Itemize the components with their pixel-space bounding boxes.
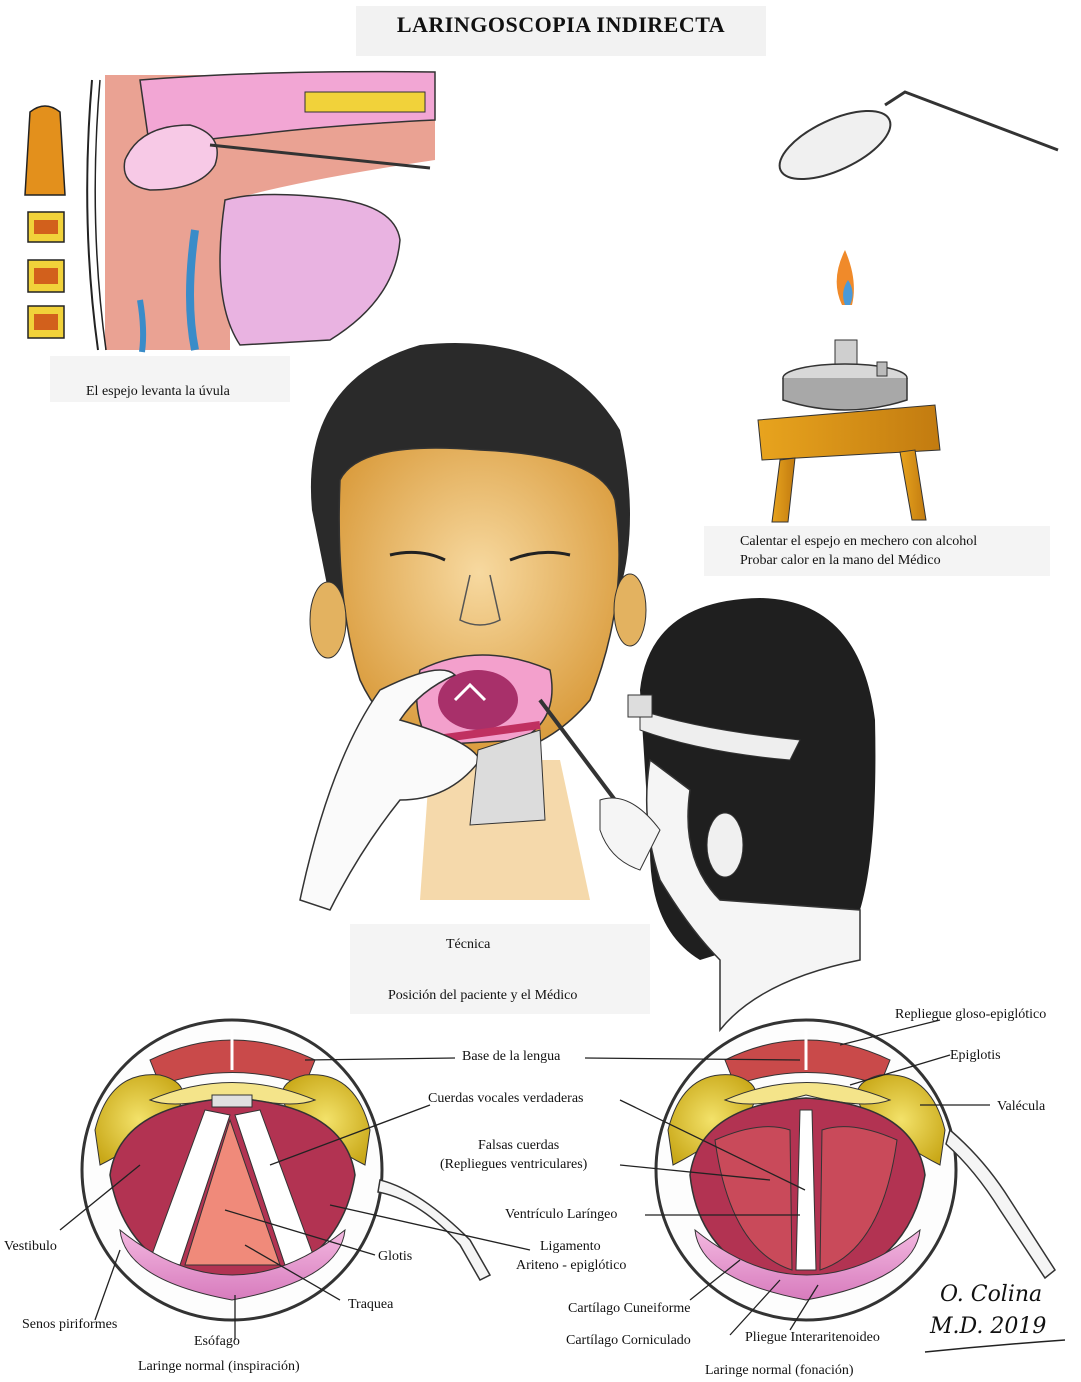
label-ventriculo: Ventrículo Laríngeo: [505, 1206, 617, 1224]
heat-caption-line2: Probar calor en la mano del Médico: [740, 552, 941, 570]
alcohol-burner-drawing: [758, 250, 940, 522]
heat-caption-line1: Calentar el espejo en mechero con alcoho…: [740, 533, 977, 551]
label-esofago: Esófago: [194, 1333, 240, 1351]
label-ariteno-epiglotico: Ariteno - epiglótico: [516, 1257, 626, 1275]
signature-underline: [925, 1340, 1065, 1352]
label-repliegue-gloso-epiglotico: Repliegue gloso-epiglótico: [895, 1006, 1046, 1024]
label-cartilago-corniculado: Cartílago Corniculado: [566, 1332, 691, 1350]
label-ligamento: Ligamento: [540, 1238, 601, 1256]
technique-caption: Técnica: [446, 936, 490, 954]
label-falsas-cuerdas: Falsas cuerdas: [478, 1137, 559, 1155]
label-traquea: Traquea: [348, 1296, 393, 1314]
laryngeal-mirror-drawing: [770, 92, 1058, 193]
left-larynx-caption: Laringe normal (inspiración): [138, 1358, 300, 1376]
larynx-phonation-drawing: [656, 1020, 1055, 1320]
label-repliegues-ventriculares: (Repliegues ventriculares): [440, 1156, 587, 1174]
label-glotis: Glotis: [378, 1248, 412, 1266]
label-epiglotis: Epiglotis: [950, 1047, 1001, 1065]
uvula-caption: El espejo levanta la úvula: [86, 383, 230, 401]
label-pliegue-interaritenoideo: Pliegue Interaritenoideo: [745, 1329, 880, 1347]
label-cuerdas-verdaderas: Cuerdas vocales verdaderas: [428, 1090, 583, 1108]
right-larynx-caption: Laringe normal (fonación): [705, 1362, 854, 1380]
label-base-lengua: Base de la lengua: [462, 1048, 560, 1066]
label-senos-piriformes: Senos piriformes: [22, 1316, 117, 1334]
signature-name: O. Colina: [940, 1282, 1042, 1308]
label-vestibulo: Vestibulo: [4, 1238, 57, 1256]
label-cartilago-cuneiforme: Cartílago Cuneiforme: [568, 1300, 690, 1318]
larynx-inspiration-drawing: [82, 1020, 490, 1320]
label-valecula: Valécula: [997, 1098, 1045, 1116]
position-caption: Posición del paciente y el Médico: [388, 987, 577, 1005]
signature-date: M.D. 2019: [930, 1314, 1046, 1340]
sagittal-section-drawing: [25, 70, 436, 352]
